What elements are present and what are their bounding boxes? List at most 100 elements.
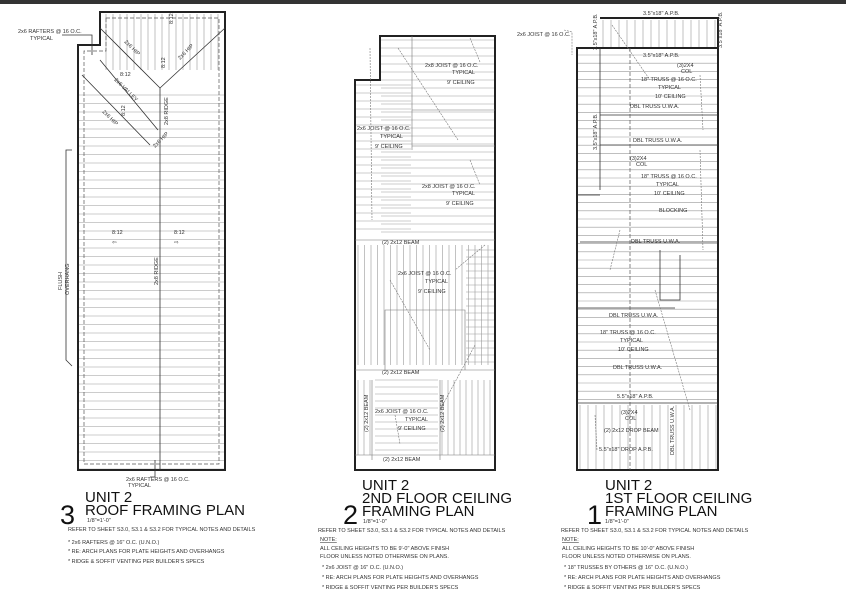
- truss-label: 10' CEILING: [618, 347, 649, 353]
- plan-title: FRAMING PLAN: [605, 503, 718, 520]
- roof-label: TYPICAL: [128, 483, 151, 489]
- unit-label: UNIT 2: [605, 477, 652, 494]
- slope-arrow-icon: ⇨: [174, 240, 179, 246]
- beam-label: (2) 2x12 BEAM: [440, 394, 446, 432]
- truss-label: TYPICAL: [620, 338, 643, 344]
- roof-label: 2x6 VALLEY: [113, 77, 139, 103]
- joist-label: TYPICAL: [405, 417, 428, 423]
- truss-label: DBL TRUSS U.W.A.: [609, 313, 659, 319]
- first-floor-walls: [577, 48, 718, 404]
- note-item: * 2x6 RAFTERS @ 16" O.C. (U.N.O.): [68, 540, 159, 546]
- truss-label: DBL TRUSS U.W.A.: [633, 138, 683, 144]
- beam-label: 3.5"x18" A.P.B.: [643, 11, 680, 17]
- beam-label: (2) 2x12 BEAM: [382, 240, 420, 246]
- beam-label: (2) 2x12 BEAM: [382, 370, 420, 376]
- roof-label: 2x6 HIP: [123, 39, 141, 57]
- roof-label: 2x6 HIP: [177, 43, 195, 61]
- truss-label: 18" TRUSS @ 16 O.C.: [600, 330, 656, 336]
- roof-label: TYPICAL: [30, 36, 53, 42]
- leader-lines: [369, 37, 486, 445]
- truss-label: DBL TRUSS U.W.A.: [630, 104, 680, 110]
- slope-arrow-icon: ⇦: [112, 240, 117, 246]
- beam-label: (2) 2x12 BEAM: [364, 394, 370, 432]
- roof-label: 2x8 RIDGE: [164, 97, 170, 125]
- note-item: * RE: ARCH PLANS FOR PLATE HEIGHTS AND O…: [322, 575, 479, 581]
- joist-label: 9' CEILING: [398, 426, 426, 432]
- truss-label: DBL TRUSS U.W.A.: [613, 365, 663, 371]
- first-floor-ceiling-plan: 3.5"x18" A.P.B. 2x6 JOIST @ 16 O.C. 3.5"…: [517, 11, 724, 471]
- plan-scale: 1/8"=1'-0": [87, 518, 111, 524]
- second-floor-walls: [355, 36, 495, 460]
- column-label: (3)2X4: [630, 156, 647, 162]
- second-floor-ceiling-plan: 2x8 JOIST @ 16 O.C. TYPICAL 9' CEILING 2…: [354, 35, 496, 471]
- roof-outline: [77, 11, 226, 471]
- note-item: * RIDGE & SOFFIT VENTING PER BUILDER'S S…: [322, 585, 459, 591]
- refer-note: REFER TO SHEET S3.0, S3.1 & S3.2 FOR TYP…: [68, 527, 256, 533]
- leader-lines: [563, 24, 704, 451]
- truss-label: 18" TRUSS @ 16 O.C.: [641, 77, 697, 83]
- note-heading: NOTE:: [320, 537, 337, 543]
- rafter-leader: [150, 460, 156, 478]
- plan-number: 1: [587, 500, 602, 530]
- first-floor-title-block: 1 UNIT 2 1ST FLOOR CEILING FRAMING PLAN …: [561, 477, 752, 591]
- roof-label: 2x6 RAFTERS @ 16 O.C.: [126, 477, 190, 483]
- joist-label: 9' CEILING: [447, 80, 475, 86]
- beam-label: 5.5"x18" DROP A.P.B.: [599, 447, 653, 453]
- joist-label: TYPICAL: [380, 134, 403, 140]
- joist-hatching: [79, 14, 717, 470]
- roof-label: 2x6 RAFTERS @ 16 O.C.: [18, 29, 82, 35]
- slope-label: 8:12: [120, 72, 131, 78]
- note-item: * 2x6 JOIST @ 16" O.C. (U.N.O.): [322, 565, 403, 571]
- roof-title-block: 3 UNIT 2 ROOF FRAMING PLAN 1/8"=1'-0" RE…: [60, 489, 256, 565]
- ridge-label: 2x8 RIDGE: [154, 257, 160, 285]
- joist-label: 9' CEILING: [418, 289, 446, 295]
- note-item: * RE: ARCH PLANS FOR PLATE HEIGHTS AND O…: [68, 549, 225, 555]
- joist-label: 9' CEILING: [446, 201, 474, 207]
- joist-label: 9' CEILING: [375, 144, 403, 150]
- note-item: * RE: ARCH PLANS FOR PLATE HEIGHTS AND O…: [564, 575, 721, 581]
- joist-label: 2x8 JOIST @ 16 O.C.: [425, 63, 479, 69]
- slope-label: 8:12: [169, 13, 175, 24]
- beam-label: 3.5"x18" A.P.B.: [718, 11, 724, 48]
- joist-label: TYPICAL: [452, 191, 475, 197]
- second-floor-title-block: 2 UNIT 2 2ND FLOOR CEILING FRAMING PLAN …: [318, 477, 512, 591]
- slope-label: 8:12: [112, 230, 123, 236]
- roof-valley-ridge-lines: [81, 59, 161, 470]
- note-item: * RIDGE & SOFFIT VENTING PER BUILDER'S S…: [68, 559, 205, 565]
- beam-label: (2) 2x12 BEAM: [383, 457, 421, 463]
- plan-title: ROOF FRAMING PLAN: [85, 502, 245, 519]
- truss-label: TYPICAL: [656, 182, 679, 188]
- note-item: * 18" TRUSSES BY OTHERS @ 16" O.C. (U.N.…: [564, 565, 688, 571]
- note-line: ALL CEILING HEIGHTS TO BE 9'-0" ABOVE FI…: [320, 546, 449, 552]
- truss-label: 10' CEILING: [654, 191, 685, 197]
- blocking-label: BLOCKING: [659, 208, 687, 214]
- first-floor-outline: [576, 47, 719, 471]
- column-label: (3)2X4: [677, 63, 694, 69]
- roof-label: 2x6 HIP: [152, 131, 170, 149]
- note-line: ALL CEILING HEIGHTS TO BE 10'-0" ABOVE F…: [562, 546, 694, 552]
- rafter-leader: [62, 34, 93, 55]
- joist-label: 2x6 JOIST @ 16 O.C.: [357, 126, 411, 132]
- sheet-top-border: [0, 0, 846, 4]
- column-label: COL: [681, 69, 692, 75]
- joist-label: 2x8 JOIST @ 16 O.C.: [422, 184, 476, 190]
- note-line: FLOOR UNLESS NOTED OTHERWISE ON PLANS.: [562, 554, 691, 560]
- slope-label: 8:12: [174, 230, 185, 236]
- roof-wall-line: [83, 17, 220, 465]
- truss-label: TYPICAL: [658, 85, 681, 91]
- note-line: FLOOR UNLESS NOTED OTHERWISE ON PLANS.: [320, 554, 449, 560]
- plan-number: 2: [343, 500, 358, 530]
- plan-title: 1ST FLOOR CEILING: [605, 490, 752, 507]
- truss-label: DBL TRUSS U.W.A.: [670, 405, 676, 455]
- note-item: * RIDGE & SOFFIT VENTING PER BUILDER'S S…: [564, 585, 701, 591]
- joist-label: TYPICAL: [452, 70, 475, 76]
- plan-scale: 1/8"=1'-0": [363, 519, 387, 525]
- joist-label: 2x6 JOIST @ 16 O.C.: [375, 409, 429, 415]
- truss-label: 10' CEILING: [655, 94, 686, 100]
- beam-label: 3.5"x18" A.P.B.: [593, 13, 599, 50]
- joist-label: 2x6 JOIST @ 16 O.C.: [398, 271, 452, 277]
- truss-label: 18" TRUSS @ 16 O.C.: [641, 174, 697, 180]
- slope-label: 8:12: [121, 105, 127, 116]
- beam-label: 5.5"x18" A.P.B.: [617, 394, 654, 400]
